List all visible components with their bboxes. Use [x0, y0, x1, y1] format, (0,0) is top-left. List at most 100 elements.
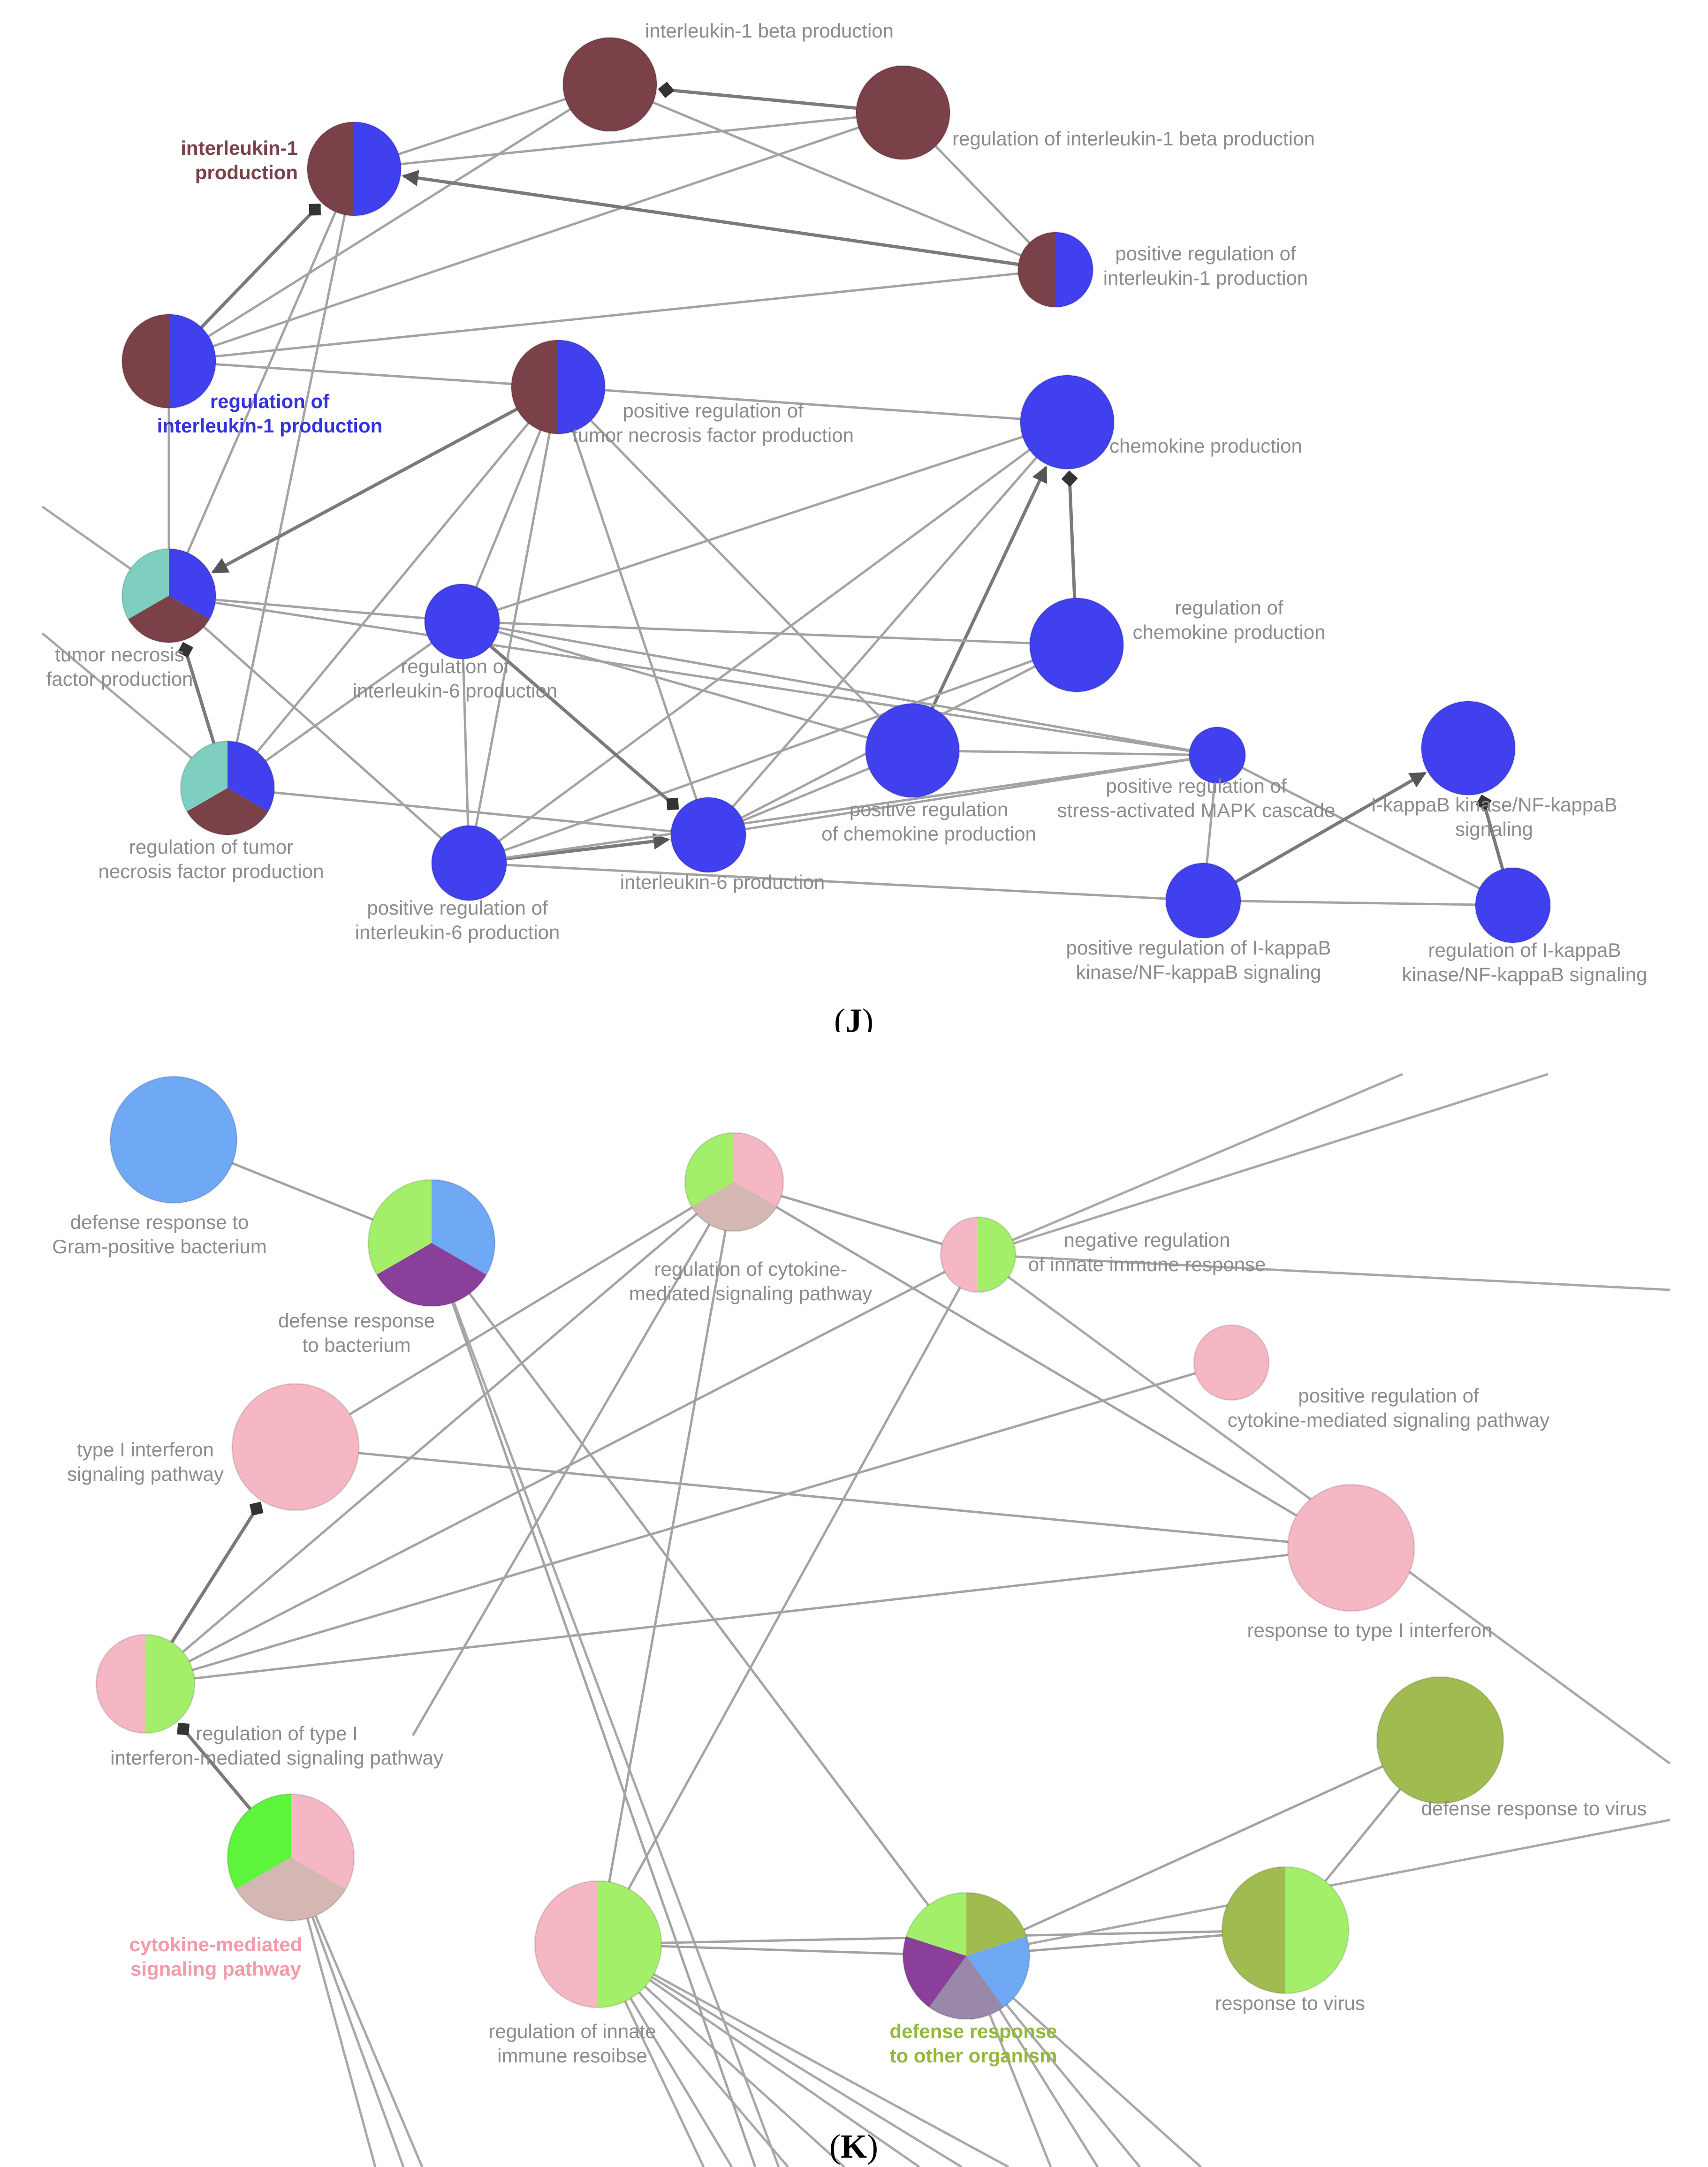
panel-caption-j: (J) [834, 1002, 873, 1032]
node-reg-innate[interactable] [534, 1880, 662, 2008]
node-il1b-prod[interactable] [562, 37, 658, 132]
node-reg-il1-prod-slice [122, 314, 169, 408]
node-pos-reg-il1-prod[interactable] [1017, 231, 1094, 308]
node-label-resp-virus: response to virus [1215, 1992, 1365, 2014]
node-label-line: interleukin-6 production [353, 680, 558, 702]
edge [168, 111, 903, 363]
node-outline [902, 1892, 1031, 2020]
node-outline [121, 548, 217, 644]
node-pos-reg-tnf-prod[interactable] [510, 339, 606, 435]
node-pos-reg-il6-prod[interactable] [431, 825, 508, 902]
node-tnf-prod-slice [169, 549, 216, 619]
node-label-line: defense response [889, 2020, 1057, 2042]
node-reg-il6-prod[interactable] [424, 583, 501, 660]
node-outline [670, 796, 747, 873]
node-outline [1474, 867, 1551, 944]
edge [145, 1546, 1351, 1685]
node-pos-reg-ikb[interactable] [1165, 862, 1242, 939]
node-def-bacterium-slice [432, 1180, 495, 1275]
node-pos-reg-sapk[interactable] [1188, 726, 1246, 784]
node-outline [227, 1793, 355, 1922]
node-il1-prod[interactable] [306, 121, 402, 217]
node-resp-virus[interactable] [1221, 1866, 1350, 1994]
edge [168, 595, 470, 864]
edge [558, 386, 1068, 424]
node-def-other-org-slice [903, 1936, 966, 2008]
node-ikb-signaling[interactable] [1420, 700, 1516, 796]
node-reg-tnf-prod[interactable] [180, 740, 275, 836]
edge [978, 1073, 1549, 1256]
node-outline [231, 1383, 360, 1511]
edge [354, 111, 903, 170]
node-label-line: interleukin-6 production [620, 871, 825, 893]
node-reg-cytokine-sig[interactable] [684, 1132, 784, 1232]
node-il6-prod[interactable] [670, 796, 747, 873]
edge [462, 620, 1077, 646]
node-reg-type1-ifn-sig[interactable] [95, 1634, 196, 1734]
node-outline [1017, 231, 1094, 308]
node-label-reg-il1b-prod: regulation of interleukin-1 beta product… [952, 128, 1315, 150]
node-label-pos-reg-chemokine-prod: positive regulation of chemokine producti… [821, 798, 1036, 845]
node-resp-virus-slice [1285, 1867, 1349, 1993]
node-neg-reg-innate-slice [978, 1217, 1016, 1292]
node-label-def-virus: defense response to virus [1421, 1797, 1647, 1819]
edge [597, 1182, 736, 1945]
node-pos-reg-cytokine-sig[interactable] [1193, 1324, 1270, 1401]
node-label-line: positive regulation of [367, 897, 548, 919]
node-pos-reg-tnf-prod-slice [558, 340, 605, 434]
node-reg-chemokine-prod-slice [1030, 598, 1123, 692]
edge [978, 1073, 1403, 1256]
node-def-gram-pos[interactable] [109, 1076, 238, 1204]
node-label-line: of chemokine production [821, 823, 1036, 845]
node-type1-ifn-sig[interactable] [231, 1383, 360, 1511]
edge [145, 1361, 1232, 1685]
node-def-other-org[interactable] [902, 1892, 1031, 2020]
node-reg-il1b-prod-slice [856, 66, 950, 159]
node-def-bacterium[interactable] [367, 1179, 496, 1307]
node-reg-tnf-prod-slice [181, 741, 228, 811]
panel-caption-k: (K) [829, 2128, 878, 2165]
node-label-line: type I interferon [77, 1439, 214, 1461]
node-reg-il1b-prod[interactable] [855, 65, 951, 160]
node-pos-reg-il1-prod-slice [1055, 232, 1093, 307]
edge [295, 1446, 1351, 1549]
node-label-line: to bacterium [302, 1334, 410, 1356]
node-ikb-signaling-slice [1421, 701, 1515, 795]
node-pos-reg-tnf-prod-slice [511, 340, 558, 434]
node-outline [95, 1634, 196, 1734]
node-neg-reg-innate[interactable] [940, 1216, 1017, 1293]
node-pos-reg-chemokine-prod[interactable] [865, 703, 960, 798]
node-resp-type1-ifn[interactable] [1287, 1484, 1415, 1612]
node-chemokine-prod[interactable] [1019, 374, 1115, 470]
edge [226, 168, 356, 788]
node-label-line: defense response [278, 1310, 435, 1332]
node-cytokine-sig[interactable] [227, 1793, 355, 1922]
node-reg-chemokine-prod[interactable] [1029, 597, 1124, 693]
edge [597, 1254, 979, 1945]
node-label-line: interleukin-1 production [157, 415, 383, 437]
edge [1203, 899, 1513, 907]
node-label-line: positive regulation [850, 798, 1009, 820]
node-label-line: kinase/NF-kappaB signaling [1076, 961, 1321, 983]
edge [227, 620, 463, 789]
node-tnf-prod-slice [122, 549, 169, 619]
node-reg-il1-prod[interactable] [121, 313, 217, 409]
node-def-virus[interactable] [1376, 1676, 1504, 1804]
node-outline [562, 37, 658, 132]
node-reg-ikb[interactable] [1474, 867, 1551, 944]
edge [965, 1739, 1441, 1957]
node-label-line: Gram-positive bacterium [52, 1235, 266, 1258]
node-label-line: interleukin-1 [181, 137, 298, 159]
node-label-line: factor production [46, 668, 193, 690]
edge [597, 1943, 963, 2167]
node-il1-prod-slice [354, 122, 401, 216]
node-label-line: chemokine production [1133, 621, 1326, 643]
node-tnf-prod[interactable] [121, 548, 217, 644]
edge [708, 754, 1218, 836]
